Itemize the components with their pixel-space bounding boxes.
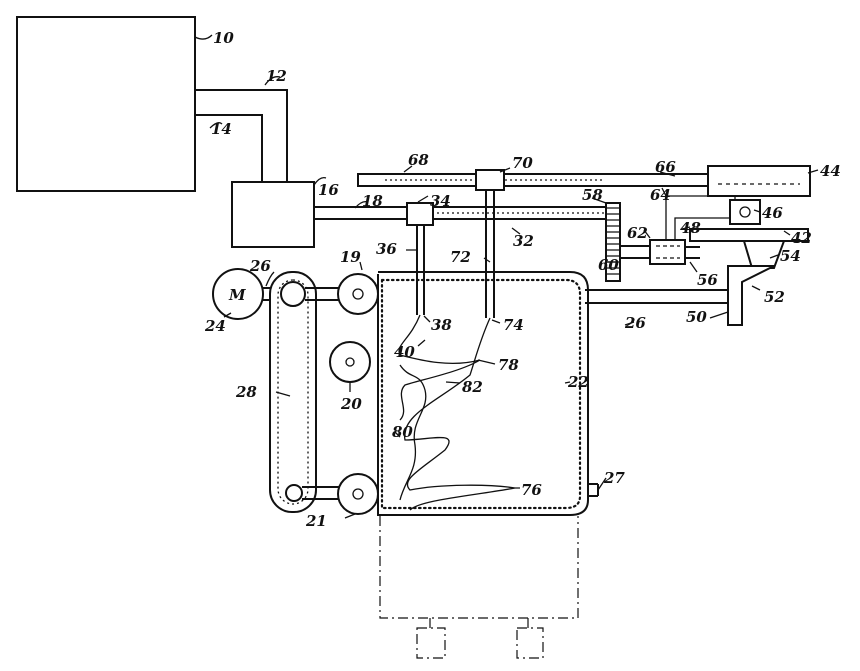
label-36: 36 bbox=[376, 240, 397, 258]
label-10: 10 bbox=[213, 29, 234, 47]
label-12: 12 bbox=[266, 67, 287, 85]
sprocket-lower bbox=[285, 484, 303, 502]
bevel-gear-54 bbox=[742, 240, 786, 269]
label-26-shaft: 26 bbox=[624, 314, 646, 332]
wire-48 bbox=[674, 217, 730, 240]
lead-14 bbox=[195, 114, 263, 182]
label-54: 54 bbox=[780, 247, 801, 265]
motor-24 bbox=[212, 268, 264, 320]
label-34: 34 bbox=[430, 192, 451, 210]
label-68: 68 bbox=[408, 151, 429, 169]
roller-20 bbox=[329, 341, 371, 383]
lead-12 bbox=[195, 89, 288, 182]
sprocket-upper bbox=[280, 281, 306, 307]
control-unit-box bbox=[16, 16, 196, 192]
leaders bbox=[194, 34, 819, 519]
label-14: 14 bbox=[211, 120, 232, 138]
phantom-box-left bbox=[416, 627, 446, 659]
label-76: 76 bbox=[521, 481, 542, 499]
label-18: 18 bbox=[362, 192, 383, 210]
label-78: 78 bbox=[498, 356, 519, 374]
shaft-26-right bbox=[585, 289, 728, 304]
nut-70 bbox=[475, 169, 505, 191]
roller-20-hub bbox=[345, 357, 355, 367]
label-62: 62 bbox=[627, 224, 648, 242]
label-50: 50 bbox=[686, 308, 707, 326]
rod-72 bbox=[485, 190, 495, 318]
label-74: 74 bbox=[503, 316, 524, 334]
motor-letter: M bbox=[228, 286, 246, 304]
label-46: 46 bbox=[762, 204, 783, 222]
phantom-outline bbox=[379, 516, 579, 619]
label-44: 44 bbox=[820, 162, 841, 180]
label-48: 48 bbox=[680, 219, 701, 237]
belt-frame-22 bbox=[378, 271, 589, 516]
stub-27 bbox=[588, 483, 599, 497]
label-82: 82 bbox=[462, 378, 483, 396]
label-80: 80 bbox=[392, 423, 413, 441]
label-70: 70 bbox=[512, 154, 533, 172]
label-42: 42 bbox=[791, 229, 812, 247]
label-64: 64 bbox=[650, 186, 671, 204]
bevel-gear-50 bbox=[727, 265, 775, 326]
label-40: 40 bbox=[394, 343, 415, 361]
roller-19 bbox=[337, 273, 379, 315]
switch-46 bbox=[729, 199, 761, 225]
switch-46-contact bbox=[739, 206, 751, 218]
label-58: 58 bbox=[582, 186, 603, 204]
label-19: 19 bbox=[340, 248, 361, 266]
nut-34 bbox=[406, 202, 434, 226]
shaft-60 bbox=[620, 245, 650, 259]
label-56: 56 bbox=[697, 271, 718, 289]
label-72: 72 bbox=[450, 248, 471, 266]
drive-box bbox=[231, 181, 315, 248]
label-24: 24 bbox=[204, 317, 226, 335]
belt-frame-22-dots bbox=[380, 278, 582, 510]
phantom-box-right bbox=[516, 627, 544, 659]
label-26-motor: 26 bbox=[249, 257, 271, 275]
label-60: 60 bbox=[598, 256, 619, 274]
label-16: 16 bbox=[318, 181, 339, 199]
rod-36 bbox=[416, 225, 425, 315]
label-21: 21 bbox=[305, 512, 327, 530]
roller-21-hub bbox=[352, 488, 364, 500]
label-27: 27 bbox=[603, 469, 625, 487]
label-66: 66 bbox=[655, 158, 676, 176]
roller-19-hub bbox=[352, 288, 364, 300]
shaft-56 bbox=[685, 246, 700, 259]
clutch-62-detail bbox=[656, 245, 680, 259]
label-38: 38 bbox=[431, 316, 452, 334]
roller-21 bbox=[337, 473, 379, 515]
label-20: 20 bbox=[340, 395, 362, 413]
ply-curve-74-76 bbox=[404, 317, 516, 511]
label-32: 32 bbox=[513, 232, 534, 250]
label-52: 52 bbox=[764, 288, 785, 306]
clutch-62 bbox=[649, 239, 686, 265]
chain-28 bbox=[269, 271, 317, 513]
actuator-44 bbox=[707, 165, 811, 197]
label-28: 28 bbox=[235, 383, 257, 401]
ply-curve-82 bbox=[399, 364, 427, 501]
label-22: 22 bbox=[567, 373, 589, 391]
